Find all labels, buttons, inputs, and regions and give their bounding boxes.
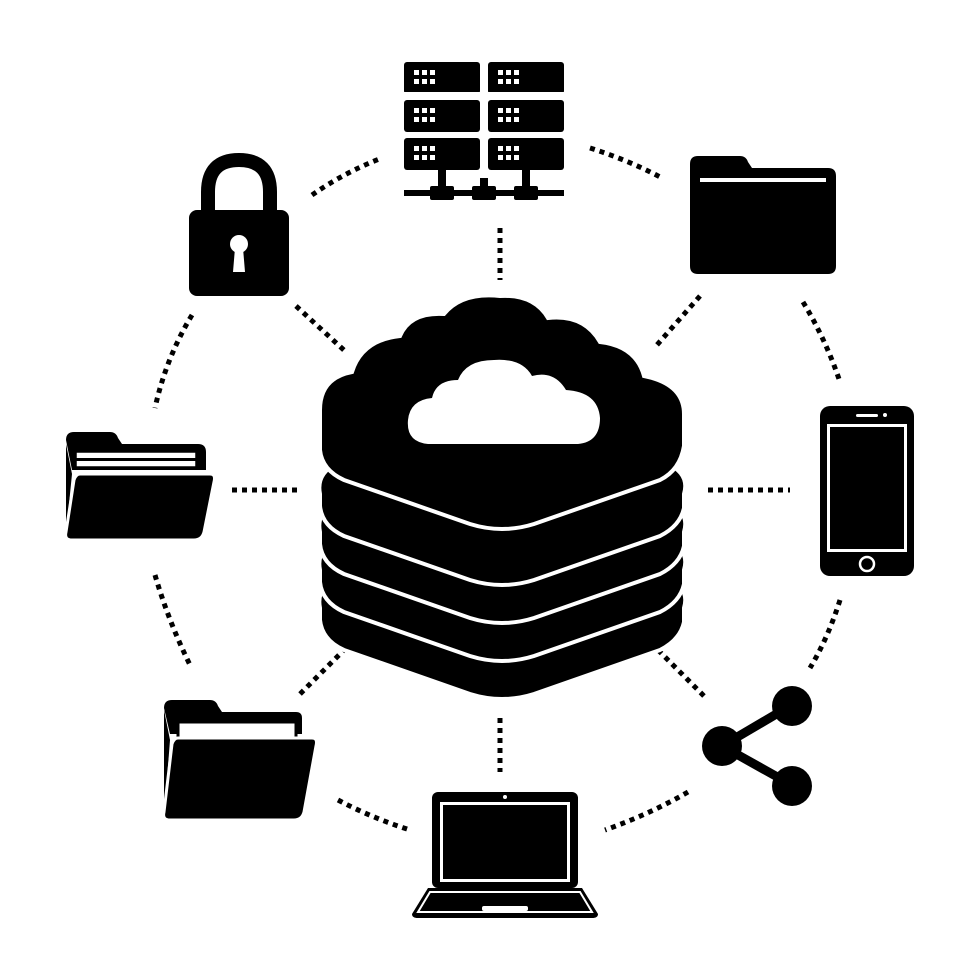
- open-folder-icon: [162, 700, 318, 822]
- inner-cloud-icon: [407, 359, 600, 444]
- laptop-icon: [412, 792, 598, 918]
- cloud-storage-stack-icon: [317, 293, 688, 701]
- padlock-icon: [189, 152, 289, 296]
- ring-segment-left-lower: [152, 574, 193, 667]
- folder-icon: [690, 156, 836, 274]
- ring-segment-top-right: [589, 145, 664, 181]
- open-folder-with-files-icon: [64, 432, 216, 542]
- ring-segment-right-upper: [800, 300, 843, 383]
- spokes: [232, 228, 790, 772]
- smartphone-icon: [820, 406, 914, 576]
- ring-segment-right-lower: [807, 599, 843, 670]
- ring-segment-left-upper: [152, 313, 195, 409]
- outer-ring: [152, 145, 843, 833]
- spoke-padlock: [294, 304, 348, 354]
- spoke-share: [656, 648, 708, 700]
- ring-segment-bottom-left: [336, 797, 411, 833]
- ring-segment-bottom-right: [604, 789, 690, 833]
- spoke-open-folder: [298, 646, 348, 696]
- share-icon: [702, 686, 812, 806]
- spoke-folder: [654, 294, 702, 348]
- server-rack-icon: [404, 62, 564, 200]
- ring-segment-top-left: [310, 155, 383, 198]
